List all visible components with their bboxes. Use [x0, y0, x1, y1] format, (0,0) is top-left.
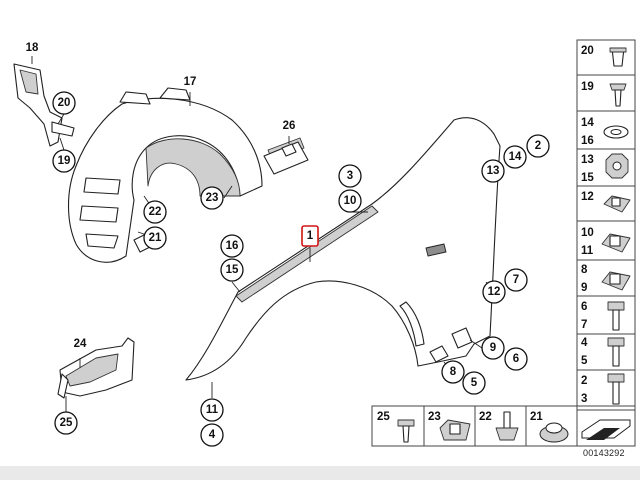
callout-2: 2 — [526, 134, 550, 158]
callout-13: 13 — [481, 159, 505, 183]
collar-nut-icon — [539, 422, 569, 443]
svg-text:8: 8 — [450, 366, 457, 378]
svg-text:16: 16 — [226, 240, 239, 252]
part-18-bracket — [13, 63, 75, 147]
callout-6: 6 — [504, 347, 528, 371]
svg-text:3: 3 — [347, 170, 353, 182]
side-panel-label-5: 5 — [581, 355, 588, 367]
svg-text:17: 17 — [184, 76, 197, 88]
clip-nut-icon — [601, 271, 631, 291]
side-panel-label-13: 13 — [581, 154, 594, 166]
callout-16: 16 — [220, 234, 244, 258]
side-panel-label-19: 19 — [581, 81, 594, 93]
callout-10: 10 — [338, 189, 362, 213]
svg-text:14: 14 — [509, 151, 522, 163]
callout-1-highlighted: 1 — [301, 225, 319, 247]
callout-12: 12 — [482, 280, 506, 304]
screw-icon — [397, 419, 415, 443]
svg-text:18: 18 — [26, 42, 39, 54]
callout-5: 5 — [462, 371, 486, 395]
spring-clip-icon — [439, 419, 471, 441]
callout-14: 14 — [503, 145, 527, 169]
callout-3: 3 — [338, 164, 362, 188]
part-26-retaining-plate — [263, 137, 309, 175]
svg-text:26: 26 — [283, 120, 296, 132]
svg-text:6: 6 — [513, 353, 519, 365]
callout-15: 15 — [220, 258, 244, 282]
expanding-nut-icon — [609, 47, 627, 67]
side-panel-label-15: 15 — [581, 172, 594, 184]
clip-nut-icon — [601, 233, 631, 253]
side-panel-label-12: 12 — [581, 191, 594, 203]
side-panel-label-4: 4 — [581, 337, 588, 349]
svg-text:22: 22 — [149, 206, 162, 218]
callout-9: 9 — [481, 336, 505, 360]
side-panel-label-6: 6 — [581, 301, 587, 313]
callout-20: 20 — [52, 91, 76, 115]
clip-nut-icon — [603, 195, 631, 213]
bottom-panel-label-25: 25 — [377, 411, 390, 423]
side-panel-label-20: 20 — [581, 45, 594, 57]
side-panel-label-9: 9 — [581, 282, 587, 294]
hex-nut-icon — [605, 153, 629, 179]
callout-22: 22 — [143, 200, 167, 224]
callout-23: 23 — [200, 186, 224, 210]
svg-text:9: 9 — [490, 342, 496, 354]
svg-text:19: 19 — [58, 155, 71, 167]
hex-bolt-icon — [607, 337, 625, 367]
fastener-panel-right: 20 19 14 16 13 15 12 1 — [576, 39, 636, 411]
fastener-panel-bottom: 25 23 22 21 — [371, 405, 636, 447]
diagram-catalog-number: 00143292 — [583, 448, 625, 458]
svg-text:10: 10 — [344, 195, 357, 207]
svg-text:2: 2 — [535, 140, 541, 152]
bottom-panel-label-23: 23 — [428, 411, 441, 423]
svg-text:11: 11 — [206, 404, 219, 416]
svg-text:7: 7 — [513, 274, 519, 286]
hex-bolt-icon — [607, 373, 625, 405]
bottom-panel-label-21: 21 — [530, 411, 543, 423]
callout-18: 18 — [26, 42, 39, 54]
callout-11: 11 — [200, 398, 224, 422]
footer-strip — [0, 466, 640, 480]
side-panel-label-8: 8 — [581, 264, 588, 276]
side-panel-label-14: 14 — [581, 117, 594, 129]
side-panel-label-10: 10 — [581, 227, 594, 239]
reference-arrow-icon — [581, 419, 631, 440]
callout-7: 7 — [504, 268, 528, 292]
side-panel-label-16: 16 — [581, 135, 594, 147]
svg-text:23: 23 — [206, 192, 219, 204]
bottom-panel-label-22: 22 — [479, 411, 492, 423]
side-panel-label-11: 11 — [581, 245, 594, 257]
callout-25: 25 — [54, 411, 78, 435]
callout-17: 17 — [184, 76, 197, 88]
washer-icon — [603, 125, 629, 139]
svg-text:21: 21 — [149, 232, 162, 244]
svg-text:5: 5 — [471, 377, 478, 389]
screw-icon — [609, 83, 627, 107]
svg-text:20: 20 — [58, 97, 71, 109]
side-panel-label-3: 3 — [581, 393, 587, 405]
callout-24: 24 — [74, 338, 87, 350]
part-1-front-fender — [185, 117, 501, 381]
svg-text:12: 12 — [488, 286, 501, 298]
hex-bolt-icon — [607, 301, 625, 331]
callout-26: 26 — [283, 120, 296, 132]
svg-text:1: 1 — [307, 230, 314, 242]
callout-19: 19 — [52, 149, 76, 173]
svg-text:25: 25 — [60, 417, 73, 429]
callout-8: 8 — [441, 360, 465, 384]
side-panel-label-7: 7 — [581, 319, 587, 331]
svg-text:13: 13 — [487, 165, 500, 177]
callout-21: 21 — [143, 226, 167, 250]
callout-4: 4 — [200, 423, 224, 447]
part-24-bracket — [57, 337, 135, 399]
svg-text:4: 4 — [209, 429, 216, 441]
push-rivet-icon — [495, 411, 519, 441]
side-panel-label-2: 2 — [581, 375, 587, 387]
svg-text:15: 15 — [226, 264, 239, 276]
svg-text:24: 24 — [74, 338, 87, 350]
